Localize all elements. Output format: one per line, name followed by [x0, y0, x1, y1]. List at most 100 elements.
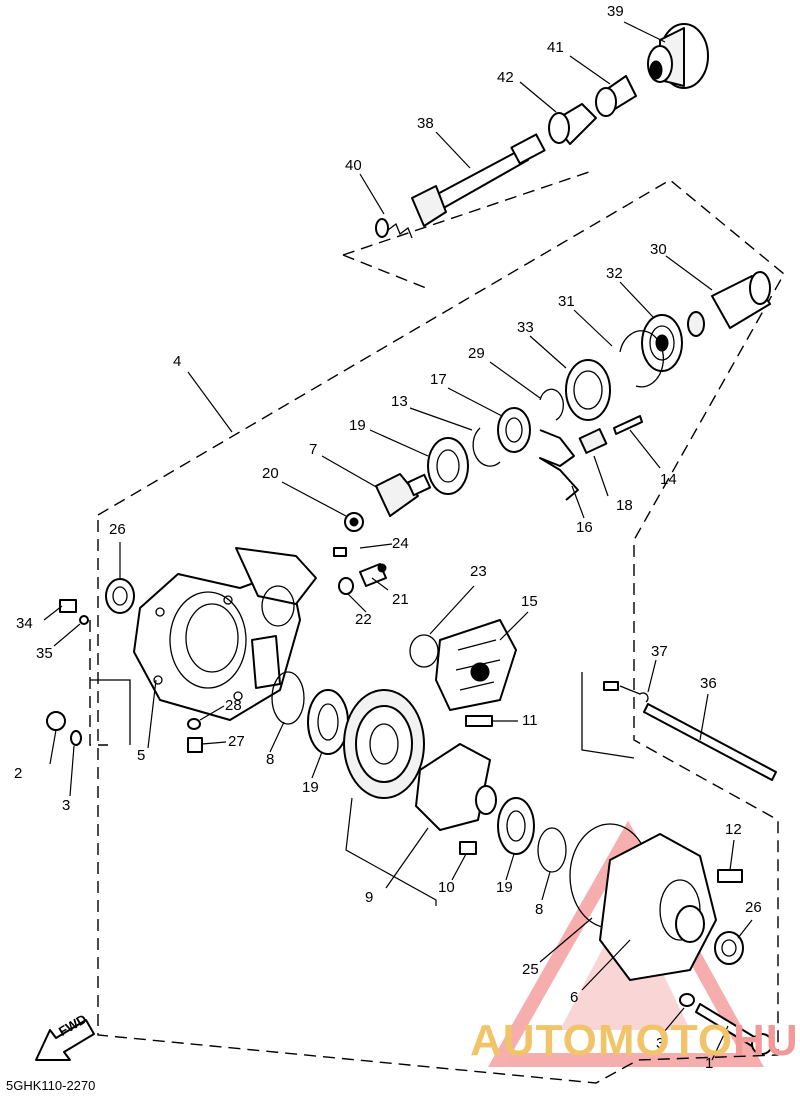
part-35-washer — [79, 615, 89, 625]
part-26-seal-right — [714, 931, 744, 965]
part-20-bushing — [344, 512, 364, 532]
watermark-text-part1: AUTOMOTO — [470, 1016, 734, 1065]
part-17-collar — [497, 407, 531, 453]
part-33-bearing — [565, 359, 611, 421]
callout-36: 36 — [700, 675, 717, 692]
part-42-boot — [548, 103, 597, 145]
callout-21: 21 — [392, 591, 409, 608]
callout-28: 28 — [225, 697, 242, 714]
callout-32: 32 — [606, 265, 623, 282]
part-14-pin — [613, 415, 643, 435]
part-15-cover — [435, 619, 517, 711]
part-13-circlip — [472, 427, 501, 467]
callout-10: 10 — [438, 879, 455, 896]
callout-42: 42 — [497, 69, 514, 86]
part-39-coupling — [647, 23, 709, 89]
fwd-arrow — [35, 1019, 95, 1061]
part-38-drive-shaft — [411, 133, 546, 227]
part-19-bearing-left — [307, 689, 349, 755]
part-9-ring-gear — [343, 689, 497, 831]
part-3-washer-right — [679, 993, 695, 1007]
callout-8-right: 8 — [535, 901, 544, 918]
part-27-bolt — [187, 737, 203, 753]
part-19-bearing-right — [497, 797, 535, 855]
callout-11: 11 — [522, 712, 538, 729]
part-8-shim-right — [537, 827, 567, 873]
part-16-shift-fork — [539, 429, 579, 501]
callout-29: 29 — [468, 345, 485, 362]
callout-33: 33 — [517, 319, 534, 336]
part-2-washer — [46, 711, 66, 731]
callout-27: 27 — [228, 733, 245, 750]
callout-6: 6 — [570, 989, 579, 1006]
part-21-switch — [359, 563, 387, 587]
callout-17: 17 — [430, 371, 447, 388]
part-3-gasket-left — [70, 730, 82, 746]
leader-lines — [43, 21, 753, 1061]
callout-30: 30 — [650, 241, 667, 258]
callout-26-right: 26 — [745, 899, 762, 916]
callout-9: 9 — [365, 889, 374, 906]
callout-18: 18 — [616, 497, 633, 514]
callout-26-left: 26 — [109, 521, 126, 538]
part-40-spring — [375, 218, 413, 239]
callout-5: 5 — [137, 747, 146, 764]
callout-19-upper: 19 — [349, 417, 366, 434]
callout-7: 7 — [309, 441, 318, 458]
part-29-circlip — [539, 388, 564, 421]
part-18-key — [578, 428, 608, 454]
part-6-cover — [599, 833, 717, 981]
callout-38: 38 — [417, 115, 434, 132]
part-34-bolt — [59, 599, 77, 613]
callout-2: 2 — [14, 765, 23, 782]
part-19-bearing-upper — [427, 437, 469, 495]
part-26-seal-left — [105, 578, 135, 614]
callout-1: 1 — [705, 1055, 714, 1072]
catalog-code: 5GHK110-2270 — [6, 1078, 96, 1093]
part-10-bolt — [459, 841, 477, 855]
part-12-bolt — [717, 869, 743, 883]
part-8-shim-left — [271, 671, 305, 725]
watermark-text: AUTOMOTOHUB — [470, 1016, 800, 1066]
callout-13: 13 — [391, 393, 408, 410]
part-28-washer — [187, 718, 201, 730]
part-36-shaft — [643, 703, 777, 781]
callout-12: 12 — [725, 821, 742, 838]
part-24-plug — [333, 547, 347, 557]
part-1-bolt — [695, 1003, 773, 1055]
part-37-clip — [603, 681, 649, 703]
part-32-bearing — [641, 314, 683, 372]
callout-19-right: 19 — [496, 879, 513, 896]
callout-20: 20 — [262, 465, 279, 482]
part-41-bushing — [595, 75, 637, 117]
part-23-o-ring — [409, 634, 439, 668]
callout-14: 14 — [660, 471, 677, 488]
callout-24: 24 — [392, 535, 409, 552]
part-5-housing — [133, 547, 317, 721]
part-22-washer — [338, 577, 354, 595]
callout-34: 34 — [16, 615, 33, 632]
callout-3-left: 3 — [62, 797, 71, 814]
callout-31: 31 — [558, 293, 575, 310]
part-31-circlip — [619, 330, 664, 388]
callout-40: 40 — [345, 157, 362, 174]
part-7-pinion-gear — [375, 473, 432, 517]
callout-41: 41 — [547, 39, 564, 56]
callout-8-left: 8 — [266, 751, 275, 768]
callout-16: 16 — [576, 519, 593, 536]
callout-3-right: 3 — [656, 1035, 665, 1052]
callout-23: 23 — [470, 563, 487, 580]
watermark-text-part2: HUB — [733, 1016, 800, 1065]
callout-19-left: 19 — [302, 779, 319, 796]
callout-39: 39 — [607, 3, 624, 20]
callout-37: 37 — [651, 643, 668, 660]
part-30-gear — [687, 271, 771, 337]
callout-4: 4 — [173, 353, 182, 370]
assembly-boundary-lines — [89, 169, 785, 1084]
callout-22: 22 — [355, 611, 372, 628]
part-11-bolt — [465, 715, 493, 727]
callout-15: 15 — [521, 593, 538, 610]
callout-35: 35 — [36, 645, 53, 662]
